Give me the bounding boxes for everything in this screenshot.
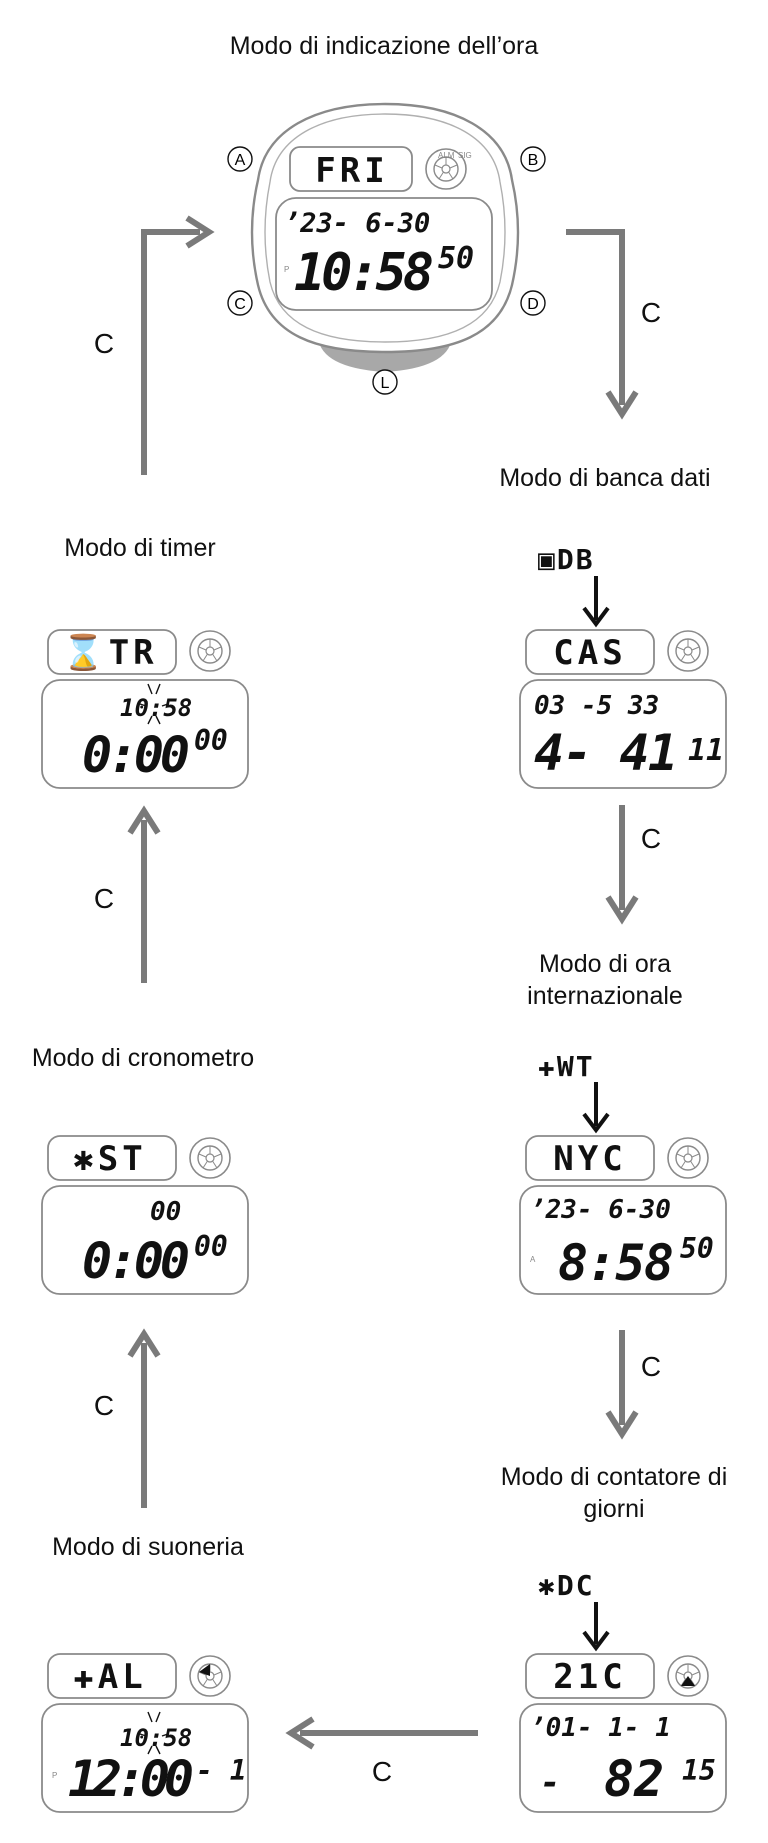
display-stopwatch: ✱ST 00 0:00 00 — [41, 1135, 249, 1295]
arrow-head-right — [185, 215, 215, 249]
indicator-ring-stopwatch — [189, 1137, 231, 1179]
timer-top: ⌛TR — [62, 633, 157, 673]
display-timer: ⌛TR 10:58 0:00 00 — [41, 629, 249, 789]
flash-marks-timer — [139, 683, 169, 725]
timekeeping-day: FRI — [315, 151, 388, 191]
worldtime-seconds: 50 — [680, 1232, 714, 1265]
arrow-heads — [127, 215, 639, 1750]
daycounter-indicator: ✱DC — [538, 1569, 595, 1602]
display-daycounter: ✱DC 21C ’01- 1- 1 - 82 15 — [519, 1569, 727, 1813]
alarm-ampm: P — [52, 1771, 57, 1780]
alarm-time: 12:00 — [68, 1750, 194, 1808]
c-label-left-1: C — [93, 1390, 115, 1421]
databank-small: 11 — [688, 733, 724, 768]
c-label-right-3: C — [640, 1351, 662, 1382]
arrow-head-down-1 — [605, 390, 639, 420]
arrow-timekeeping-to-databank — [566, 229, 625, 405]
databank-indicator: ▣DB — [538, 543, 595, 576]
alm-segment-highlight — [199, 1664, 210, 1676]
timekeeping-ampm: P — [284, 265, 289, 274]
daycounter-value: 82 — [604, 1750, 664, 1808]
daycounter-minus: - — [540, 1763, 560, 1803]
daycounter-date: ’01- 1- 1 — [530, 1713, 671, 1743]
alarm-small: - 1 — [196, 1754, 247, 1787]
timer-small: 00 — [194, 724, 228, 757]
ring-label-sig: SIG — [458, 151, 472, 160]
watch-timekeeping: FRI ALM SIG ’23- 6-30 P 10:58 50 — [250, 102, 520, 372]
arrow-timer-to-timekeeping — [141, 229, 200, 475]
arrow-head-down-2 — [605, 895, 639, 925]
days-segment-highlight — [681, 1676, 695, 1686]
alarm-hint: 10:58 — [120, 1724, 192, 1752]
alarm-top: ✚AL — [73, 1657, 146, 1697]
worldtime-ampm: A — [530, 1255, 536, 1264]
databank-mode-title: Modo di banca dati — [499, 464, 711, 492]
daycounter-top: 21C — [553, 1657, 626, 1697]
flash-marks-alarm — [139, 1711, 169, 1755]
c-label-right-1: C — [640, 297, 662, 328]
button-label-d: D — [527, 296, 539, 313]
timer-time: 0:00 — [82, 726, 190, 784]
c-label-left-2: C — [93, 883, 115, 914]
stopwatch-mode-title: Modo di cronometro — [31, 1044, 255, 1072]
ring-label-alm: ALM — [438, 151, 455, 160]
alarm-mode-title: Modo di suoneria — [52, 1533, 244, 1561]
display-alarm: ✚AL 10:58 P 12:00 - 1 — [41, 1653, 249, 1813]
worldtime-mode-title-line1: Modo di ora — [538, 950, 672, 978]
c-label-right-2: C — [640, 823, 662, 854]
databank-line3: 4- 41 — [534, 724, 678, 782]
arrow-head-up-1 — [127, 1328, 161, 1358]
arrow-head-down-3 — [605, 1410, 639, 1440]
button-label-a: A — [235, 152, 246, 169]
stopwatch-time: 0:00 — [82, 1232, 190, 1290]
c-label-bottom: C — [371, 1756, 393, 1787]
worldtime-top: NYC — [553, 1139, 626, 1179]
timekeeping-seconds: 50 — [438, 241, 474, 276]
timer-hint: 10:58 — [120, 694, 192, 722]
watch-button-labels: A B C D L — [227, 146, 546, 395]
button-label-b: B — [528, 152, 539, 169]
stopwatch-small: 00 — [194, 1230, 228, 1263]
arrow-head-up-2 — [127, 805, 161, 835]
indicator-ring-worldtime — [667, 1137, 709, 1179]
indicator-ring-timer — [189, 630, 231, 672]
timer-mode-title: Modo di timer — [64, 534, 216, 562]
databank-top: CAS — [553, 633, 626, 673]
watch-main-display — [275, 197, 493, 311]
button-label-l: L — [381, 375, 390, 392]
daycounter-small: 15 — [682, 1754, 716, 1787]
stopwatch-top: ✱ST — [73, 1139, 146, 1179]
daycounter-mode-title-line2: giorni — [583, 1495, 645, 1523]
worldtime-mode-title-line2: internazionale — [527, 982, 683, 1010]
stopwatch-line2: 00 — [150, 1197, 181, 1227]
display-databank: ▣DB CAS 03 -5 33 4- 41 11 — [519, 543, 727, 789]
c-label-left-3: C — [93, 328, 115, 359]
worldtime-time: 8:58 — [558, 1234, 674, 1292]
daycounter-mode-title-line1: Modo di contatore di — [500, 1463, 728, 1491]
worldtime-date: ’23- 6-30 — [530, 1195, 671, 1225]
arrow-head-left — [285, 1716, 315, 1750]
watch-bezel — [264, 113, 506, 343]
databank-line2: 03 -5 33 — [534, 691, 659, 721]
timekeeping-mode-title: Modo di indicazione dell’ora — [229, 32, 539, 60]
watch-top-display — [289, 146, 413, 192]
display-worldtime: ✚WT NYC ’23- 6-30 A 8:58 50 — [519, 1050, 727, 1295]
indicator-ring-databank — [667, 630, 709, 672]
timekeeping-time: 10:58 — [294, 243, 434, 303]
flow-arrows — [141, 229, 625, 1736]
button-label-c: C — [234, 296, 246, 313]
worldtime-indicator: ✚WT — [538, 1050, 595, 1083]
timekeeping-date: ’23- 6-30 — [284, 208, 430, 239]
